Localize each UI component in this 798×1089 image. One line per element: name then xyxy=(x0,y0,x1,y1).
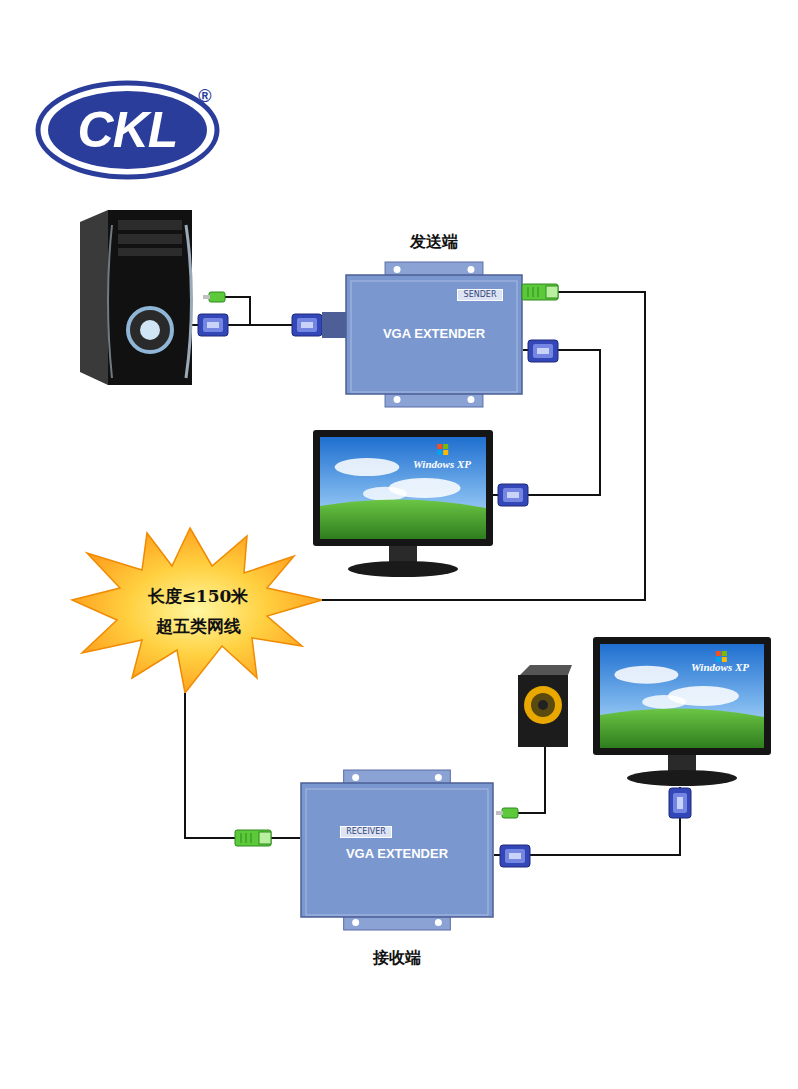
speaker-cone xyxy=(524,686,562,724)
starburst xyxy=(72,528,322,693)
cloud xyxy=(335,458,400,476)
windows-flag xyxy=(722,651,727,656)
cable-callout-outline xyxy=(72,528,322,693)
unit-heading: 发送端 xyxy=(345,232,523,252)
cloud xyxy=(614,666,678,684)
speaker-cap xyxy=(538,700,548,710)
speaker-top xyxy=(520,665,572,675)
tower-trim xyxy=(108,225,112,378)
vga-plug xyxy=(198,314,228,336)
audio-cable xyxy=(516,745,545,813)
monitor-bezel xyxy=(593,637,771,755)
cable-connector xyxy=(185,693,300,838)
drive-bay xyxy=(118,234,182,244)
monitor-neck xyxy=(668,755,696,771)
unit-body xyxy=(301,783,493,917)
monitor: Windows XP xyxy=(313,430,493,578)
monitor-bezel xyxy=(313,430,493,546)
cable-connector xyxy=(493,350,600,495)
audio-plug xyxy=(496,808,518,818)
tower-front xyxy=(108,210,192,385)
mount-hole xyxy=(394,266,401,273)
cloud xyxy=(363,487,407,501)
mount-hole xyxy=(435,919,442,926)
tower-side xyxy=(80,210,108,385)
monitor-neck xyxy=(389,546,417,562)
audio-cable xyxy=(225,297,250,325)
monitor-screen xyxy=(600,644,764,748)
screen-text: Windows XP xyxy=(413,458,488,471)
windows-flag xyxy=(716,651,721,656)
monitor-base xyxy=(348,561,458,577)
unit-heading: 接收端 xyxy=(300,948,494,968)
mount-hole xyxy=(394,396,401,403)
vga-plug xyxy=(500,845,530,867)
receiver-unit: RECEIVERVGA EXTENDER接收端 xyxy=(300,770,494,930)
mount-hole xyxy=(352,774,359,781)
audio-plug xyxy=(203,292,225,302)
brand-name: CKL xyxy=(35,102,220,158)
mount-hole xyxy=(467,396,474,403)
monitor-base xyxy=(627,770,737,786)
registered-mark: ® xyxy=(193,86,217,106)
power-button xyxy=(128,308,172,352)
cable-connector xyxy=(494,787,680,855)
vga-plug xyxy=(498,484,528,506)
monitor-outline xyxy=(593,637,771,787)
sender-unit: 发送端SENDERVGA EXTENDER xyxy=(345,262,523,407)
vga-port xyxy=(322,312,346,338)
cloud xyxy=(642,695,686,709)
windows-flag xyxy=(437,444,442,449)
mount-hole xyxy=(352,919,359,926)
product-name: VGA EXTENDER xyxy=(345,326,523,342)
windows-flag xyxy=(443,450,448,455)
screen-text: Windows XP xyxy=(691,661,766,674)
power-light xyxy=(140,320,160,340)
grass xyxy=(320,499,486,539)
monitor: Windows XP xyxy=(593,637,771,787)
unit-body xyxy=(346,275,522,394)
monitor-outline xyxy=(313,430,493,578)
product-name: VGA EXTENDER xyxy=(300,846,494,862)
network-plug xyxy=(522,284,558,300)
mount-hole xyxy=(435,774,442,781)
vga-plug xyxy=(528,340,558,362)
cable-callout: 长度≤150米 超五类网线 xyxy=(72,528,322,693)
cable-connector xyxy=(322,292,645,600)
computer-tower xyxy=(80,210,192,385)
tower-trim xyxy=(186,225,192,378)
mount-hole xyxy=(467,266,474,273)
brand-logo: CKL® xyxy=(35,80,220,180)
windows-flag xyxy=(437,450,442,455)
cable-note: 长度≤150米 超五类网线 xyxy=(142,581,254,641)
speaker xyxy=(518,665,572,747)
network-plug xyxy=(235,830,271,846)
drive-bay xyxy=(118,248,182,256)
vga-plug xyxy=(292,314,322,336)
monitor-screen xyxy=(320,437,486,539)
unit-tag: RECEIVER xyxy=(340,826,392,838)
grass xyxy=(600,708,764,748)
speaker-cone xyxy=(531,693,555,717)
unit-tag: SENDER xyxy=(457,289,503,301)
speaker-body xyxy=(518,675,568,747)
video-cable xyxy=(190,324,292,326)
windows-flag xyxy=(443,444,448,449)
vga-plug xyxy=(669,788,691,818)
drive-bay xyxy=(118,220,182,230)
